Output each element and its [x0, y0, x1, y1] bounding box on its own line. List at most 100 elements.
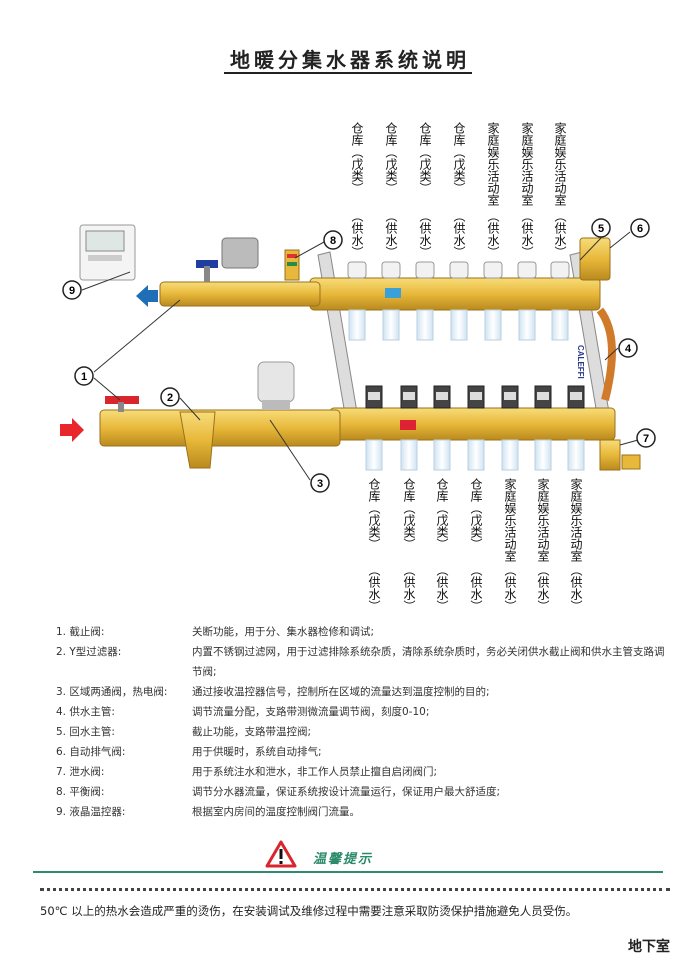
callout-number: 9 — [69, 285, 75, 297]
outlet-type-label: （供水） — [367, 564, 381, 612]
legend-desc: 关断功能，用于分、集水器检修和调试; — [192, 626, 375, 638]
manifold-diagram: CALEFFI — [60, 218, 656, 493]
return-port — [449, 261, 469, 341]
legend-item: 6. 自动排气阀:用于供暖时，系统自动排气; — [56, 742, 676, 762]
page-title: 地暖分集水器系统说明 — [230, 48, 470, 72]
supply-port — [365, 385, 383, 471]
supply-port — [433, 385, 451, 471]
callout-3: 3 — [310, 473, 330, 493]
legend-name: 2. Y型过滤器: — [56, 646, 122, 658]
outlet-type-label: （供水） — [536, 564, 550, 612]
title-underline — [224, 72, 472, 74]
manifold-ports — [347, 261, 585, 471]
callout-number: 2 — [167, 392, 173, 404]
callout-number: 6 — [637, 223, 643, 235]
callout-9: 9 — [62, 280, 82, 300]
return-port — [347, 261, 367, 341]
outlet-type-label: （供水） — [435, 564, 449, 612]
component-legend: 1. 截止阀: 关断功能，用于分、集水器检修和调试; 2. Y型过滤器: 内置不锈钢过… — [56, 622, 676, 822]
outlet-type-label: （供水） — [384, 210, 398, 258]
outlet-room-label: 仓库（戊类） — [452, 122, 466, 194]
outlet-type-label: （供水） — [452, 210, 466, 258]
outlet-room-label: 仓库（戊类） — [435, 478, 449, 550]
legend-item: 4. 供水主管: 调节流量分配，支路带测微流量调节阀，刻度0-10; — [56, 702, 676, 722]
legend-name: 9. 液晶温控器: — [56, 806, 126, 818]
outlet-room-label: 仓库（戊类） — [350, 122, 364, 194]
callout-number: 1 — [81, 371, 87, 383]
legend-item: 2. Y型过滤器: 内置不锈钢过滤网，用于过滤排除系统杂质，清除系统杂质时，务必关… — [56, 642, 676, 682]
legend-item: 9. 液晶温控器: 根据室内房间的温度控制阀门流量。 — [56, 802, 676, 822]
warning-icon — [265, 840, 297, 868]
outlet-room-label: 家庭娱乐活动室 — [503, 478, 517, 562]
outlet-type-label: （供水） — [350, 210, 364, 258]
divider — [33, 871, 663, 873]
outlet-room-label: 仓库（戊类） — [367, 478, 381, 550]
outlet-type-label: （供水） — [418, 210, 432, 258]
outlet-type-label: （供水） — [402, 564, 416, 612]
callout-number: 8 — [330, 235, 336, 247]
legend-desc: 根据室内房间的温度控制阀门流量。 — [192, 806, 360, 818]
outlet-type-label: （供水） — [503, 564, 517, 612]
legend-desc: 用于系统注水和泄水，非工作人员禁止擅自启闭阀门; — [192, 766, 438, 778]
legend-item: 3. 区域两通阀，热电阀: 通过接收温控器信号，控制所在区域的流量达到温度控制的目… — [56, 682, 676, 702]
legend-item: 8. 平衡阀: 调节分水器流量，保证系统按设计流量运行，保证用户最大舒适度; — [56, 782, 676, 802]
outlet-room-label: 仓库（戊类） — [469, 478, 483, 550]
warning-text: 50℃ 以上的热水会造成严重的烫伤，在安装调试及维修过程中需要注意采取防烫保护措… — [40, 904, 578, 918]
supply-port — [534, 385, 552, 471]
return-valve-assembly — [159, 237, 321, 307]
return-port — [381, 261, 401, 341]
return-port — [483, 261, 503, 341]
outlet-type-label: （供水） — [486, 210, 500, 258]
legend-name: 4. 供水主管: — [56, 706, 115, 718]
dotted-divider — [40, 888, 670, 891]
outlet-room-label: 家庭娱乐活动室 — [553, 122, 567, 206]
legend-item: 1. 截止阀: 关断功能，用于分、集水器检修和调试; — [56, 622, 676, 642]
return-port — [517, 261, 537, 341]
warning-title: 温馨提示 — [313, 852, 374, 867]
supply-port — [567, 385, 585, 471]
return-port — [550, 261, 570, 341]
callout-8: 8 — [323, 230, 343, 250]
callout-5: 5 — [591, 218, 611, 238]
return-manifold — [309, 277, 601, 311]
outlet-type-label: （供水） — [520, 210, 534, 258]
outlet-room-label: 家庭娱乐活动室 — [536, 478, 550, 562]
legend-desc: 用于供暖时，系统自动排气; — [192, 746, 322, 758]
callout-number: 7 — [643, 433, 649, 445]
legend-desc: 截止功能，支路带温控阀; — [192, 726, 312, 738]
legend-item: 7. 泄水阀:用于系统注水和泄水，非工作人员禁止擅自启闭阀门; — [56, 762, 676, 782]
legend-desc: 调节分水器流量，保证系统按设计流量运行，保证用户最大舒适度; — [192, 786, 501, 798]
location-label: 地下室 — [628, 939, 670, 955]
callout-7: 7 — [636, 428, 656, 448]
outlet-room-label: 家庭娱乐活动室 — [569, 478, 583, 562]
legend-item: 5. 回水主管: 截止功能，支路带温控阀; — [56, 722, 676, 742]
outlet-room-label: 仓库（戊类） — [402, 478, 416, 550]
callout-markers: 1 2 3 4 5 6 7 8 9 — [62, 218, 656, 493]
callout-number: 5 — [598, 223, 604, 235]
supply-port — [467, 385, 485, 471]
return-flow-arrow — [136, 285, 158, 307]
callout-1: 1 — [74, 366, 94, 386]
supply-flow-arrow — [60, 418, 84, 442]
outlet-type-label: （供水） — [569, 564, 583, 612]
supply-manifold — [329, 407, 616, 441]
legend-desc: 内置不锈钢过滤网，用于过滤排除系统杂质，清除系统杂质时，务必关闭供水截止阀和供水… — [192, 646, 665, 678]
air-vent-and-drain — [579, 237, 641, 471]
lcd-thermostat — [79, 224, 136, 281]
outlet-room-label: 家庭娱乐活动室 — [486, 122, 500, 206]
outlet-room-label: 仓库（戊类） — [384, 122, 398, 194]
outlet-room-label: 家庭娱乐活动室 — [520, 122, 534, 206]
supply-port — [501, 385, 519, 471]
legend-name: 3. 区域两通阀，热电阀: — [56, 686, 168, 698]
legend-name: 8. 平衡阀: — [56, 786, 105, 798]
legend-name: 5. 回水主管: — [56, 726, 115, 738]
brand-text: CALEFFI — [576, 345, 585, 379]
callout-2: 2 — [160, 387, 180, 407]
legend-desc: 调节流量分配，支路带测微流量调节阀，刻度0-10; — [192, 706, 430, 718]
legend-desc: 通过接收温控器信号，控制所在区域的流量达到温度控制的目的; — [192, 686, 490, 698]
callout-4: 4 — [618, 338, 638, 358]
legend-name: 1. 截止阀: — [56, 626, 105, 638]
callout-number: 4 — [625, 343, 632, 355]
outlet-type-label: （供水） — [553, 210, 567, 258]
